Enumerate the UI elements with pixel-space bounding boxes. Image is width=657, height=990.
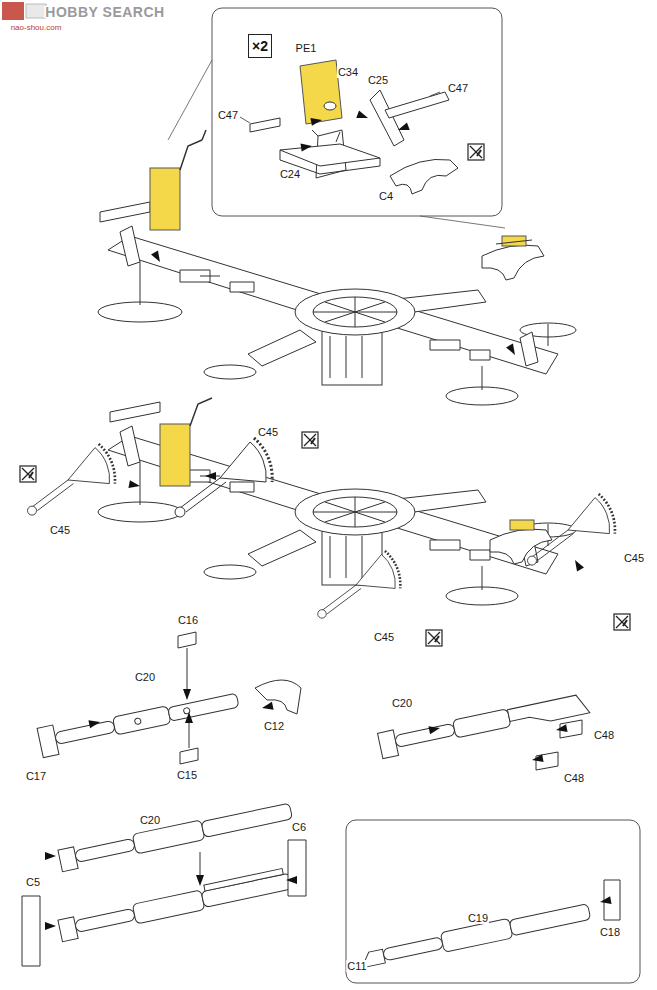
part-number: C34 [337,66,359,78]
part-number: C11 [346,960,367,972]
part-number: C25 [367,74,389,86]
part-number: C16 [177,614,199,626]
part-number: C15 [176,769,198,781]
watermark: nao-shou.com [10,23,63,32]
part-number: C17 [25,770,47,782]
part-number: C45 [49,524,71,536]
part-number: C24 [279,168,301,180]
part-number: PE1 [295,42,318,54]
part-number: C20 [139,814,161,826]
quantity-box: ×2 [248,34,272,58]
part-number: C45 [257,426,279,438]
quantity-text: ×2 [252,38,268,54]
part-number: C45 [373,631,395,643]
part-number: C12 [263,720,285,732]
part-number: C48 [593,729,615,741]
part-number: C19 [467,912,489,924]
part-number: C47 [217,109,239,121]
part-number: C18 [599,926,621,938]
part-number: C4 [378,190,394,202]
part-number: C45 [623,552,645,564]
part-number: C48 [563,772,585,784]
part-number: C20 [391,697,413,709]
part-number: C47 [447,82,469,94]
part-number: C5 [25,876,41,888]
part-number: C6 [291,821,307,833]
part-number: C20 [134,671,156,683]
watermark: HOBBY SEARCH [44,6,165,18]
